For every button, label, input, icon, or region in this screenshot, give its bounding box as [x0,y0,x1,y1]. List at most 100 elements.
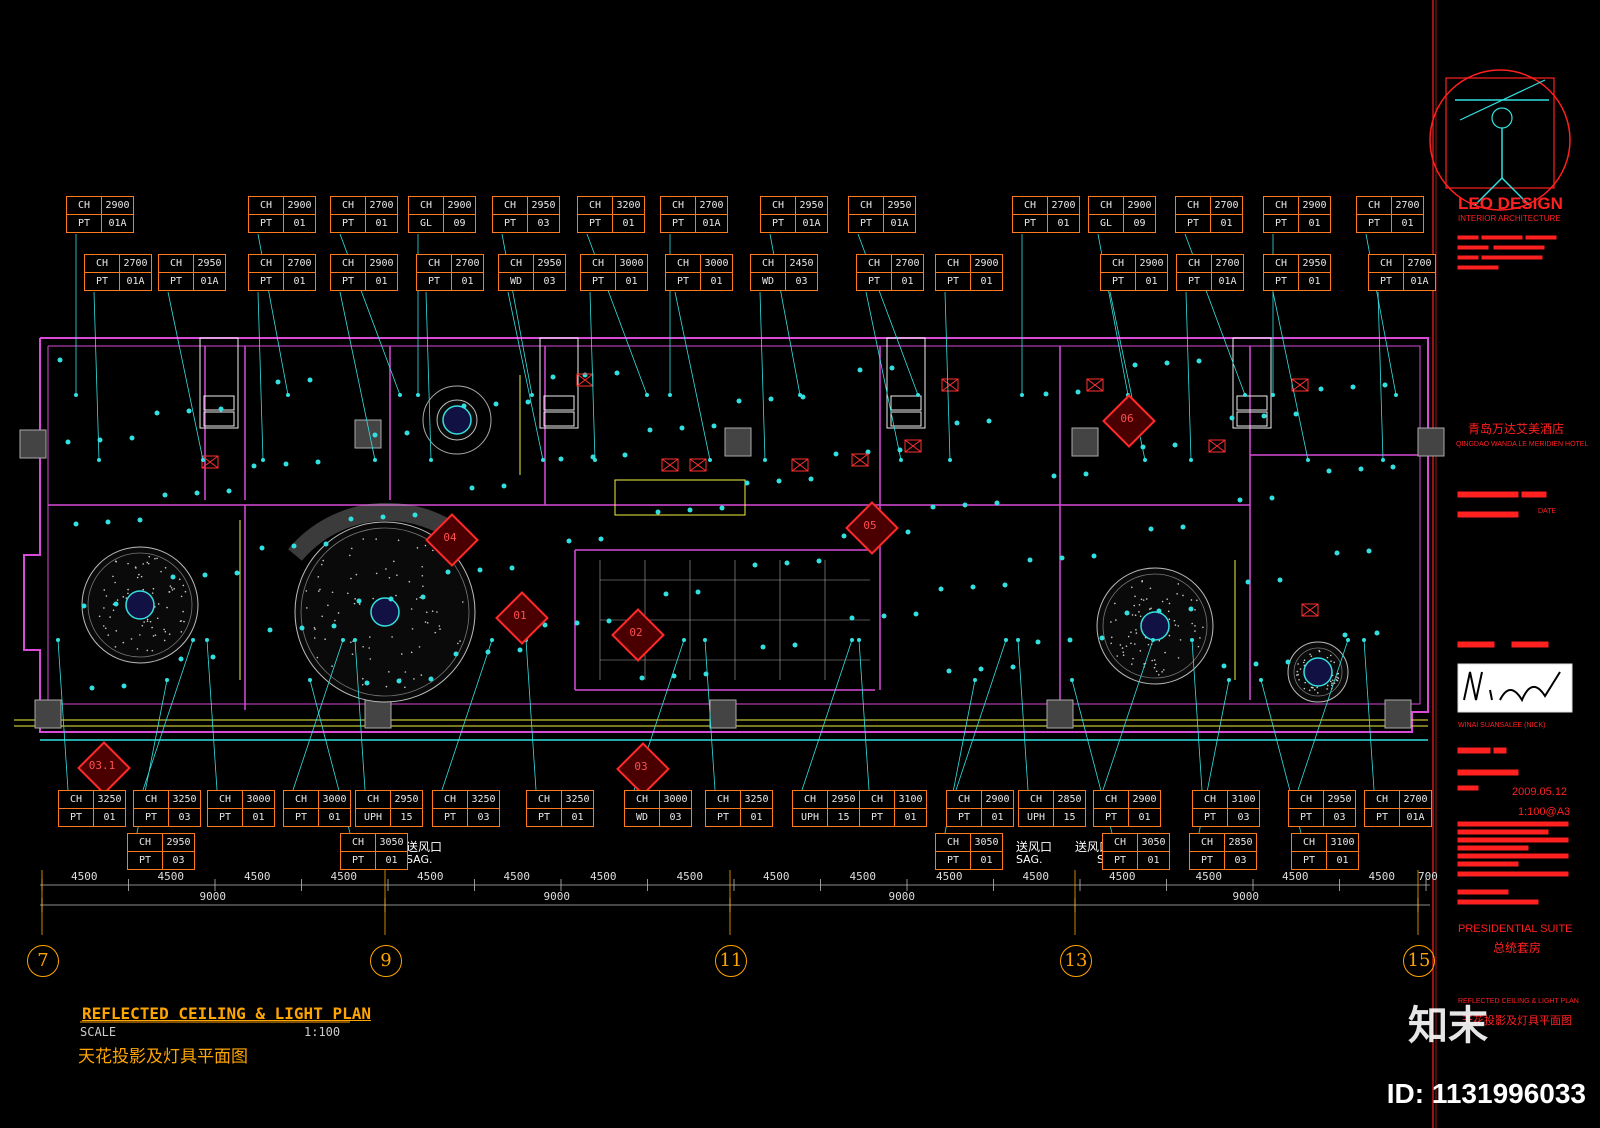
star-light [1169,603,1171,605]
tag-value: 3050 [1138,834,1169,851]
star-light [1337,680,1339,682]
star-light [436,611,438,613]
downlight [219,407,224,412]
star-light [332,591,334,593]
ceiling-tag: CH2950UPH15 [355,790,423,827]
downlight [640,676,645,681]
leader-end [682,638,686,642]
star-light [122,596,124,598]
tag-code: CH [1101,255,1136,272]
ceiling-tag: CH2450WD03 [750,254,818,291]
leader-end [1016,638,1020,642]
star-light [1122,651,1124,653]
downlight [332,624,337,629]
drawing-title-cn: 天花投影及灯具平面图 [78,1042,248,1067]
tag-material-no: 01 [892,273,923,290]
star-light [317,657,319,659]
tag-material: PT [1357,215,1392,232]
downlight [276,380,281,385]
tag-material-no: 01 [616,273,647,290]
tag-material-no: 01 [1136,273,1167,290]
tag-material-no: 01 [971,852,1002,869]
tag-material-no: 01 [895,809,926,826]
star-light [1110,642,1112,644]
leader-line [675,292,710,460]
titleblock-bar [1458,900,1538,904]
star-light [1196,600,1198,602]
downlight [1068,638,1073,643]
tag-material: UPH [1019,809,1054,826]
titleblock-bar [1494,748,1506,753]
star-light [146,562,148,564]
tag-value: 2700 [284,255,315,272]
star-light [1296,674,1298,676]
star-light [462,601,464,603]
designer-name: WINAI SUANSALEE (NICK) [1458,722,1546,729]
tag-code: CH [1193,791,1228,808]
leader-line [859,640,869,790]
downlight [1052,474,1057,479]
tag-code: CH [128,834,163,851]
downlight [1359,467,1364,472]
tag-material-no: 03 [786,273,817,290]
supply-air-note-2-en: SAG. [1016,853,1043,866]
wardrobe [887,338,925,428]
tag-value: 2700 [892,255,923,272]
star-light [105,627,107,629]
star-light [117,599,119,601]
star-light [369,636,371,638]
tag-value: 3050 [971,834,1002,851]
structural-column [1418,428,1444,456]
tag-value: 2950 [796,197,827,214]
star-light [369,658,371,660]
ceiling-tag: CH2700PT01 [1012,196,1080,233]
ceiling-tag: CH3000PT01 [665,254,733,291]
section-marker-label: 06 [1110,402,1144,436]
tag-value: 3100 [1327,834,1358,851]
star-light [147,620,149,622]
downlight [696,590,701,595]
star-light [422,585,424,587]
tag-code: CH [661,197,696,214]
tag-material: PT [666,273,701,290]
tag-code: CH [527,791,562,808]
tag-code: CH [578,197,613,214]
star-light [115,646,117,648]
downlight [187,409,192,414]
tag-material: PT [849,215,884,232]
room-name-en: PRESIDENTIAL SUITE [1458,923,1573,935]
tag-value: 2450 [786,255,817,272]
star-light [324,638,326,640]
ceiling-tag: CH2950PT03 [1288,790,1356,827]
leader-line [956,640,1006,790]
tag-value: 2850 [1225,834,1256,851]
star-light [391,636,393,638]
tag-code: CH [249,197,284,214]
star-light [1298,679,1300,681]
star-light [385,568,387,570]
leader-end [973,678,977,682]
watermark-id: ID: 1131996033 [1387,1078,1586,1110]
star-light [439,628,441,630]
firm-subtitle: INTERIOR ARCHITECTURE [1458,214,1561,223]
downlight [955,421,960,426]
star-light [1150,587,1152,589]
star-light [1199,637,1201,639]
star-light [1133,605,1135,607]
downlight [680,426,685,431]
downlight [429,677,434,682]
room-name-cn: 总统套房 [1493,939,1541,956]
titleblock-bar [1458,246,1488,249]
star-light [141,576,143,578]
section-marker-label: 05 [853,509,887,543]
tag-material-no: 09 [1124,215,1155,232]
downlight [1189,607,1194,612]
tag-value: 3000 [319,791,350,808]
downlight [1028,558,1033,563]
downlight [478,568,483,573]
downlight [817,559,822,564]
tag-code: CH [793,791,828,808]
downlight [1036,640,1041,645]
tag-code: CH [1365,791,1400,808]
downlight [1044,392,1049,397]
